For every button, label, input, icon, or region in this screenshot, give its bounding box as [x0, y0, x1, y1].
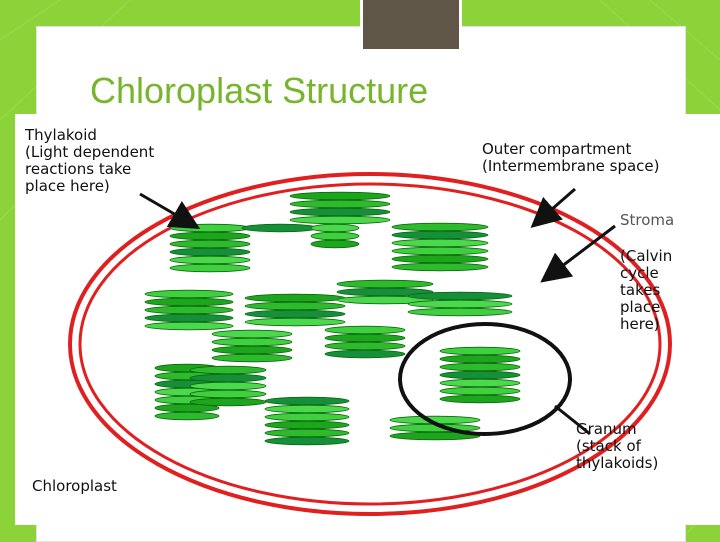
- thylakoid-disc: [439, 346, 521, 356]
- stroma-arrow: [540, 224, 616, 283]
- thylakoid-disc: [169, 255, 251, 265]
- thylakoid-disc: [211, 353, 293, 363]
- thylakoid-disc: [264, 412, 350, 422]
- thylakoid-disc: [189, 373, 267, 383]
- thylakoid-disc: [310, 239, 360, 249]
- thylakoid-disc: [389, 431, 481, 441]
- thylakoid-disc: [439, 378, 521, 388]
- thylakoid-disc: [211, 337, 293, 347]
- title-accent-tab: [360, 0, 462, 52]
- thylakoid-disc: [144, 289, 234, 299]
- chloroplast-label: Chloroplast: [32, 477, 117, 495]
- thylakoid-disc: [407, 299, 513, 309]
- thylakoid-disc: [264, 404, 350, 414]
- thylakoid-disc: [169, 263, 251, 273]
- thylakoid-disc: [169, 231, 251, 241]
- thylakoid-disc: [244, 309, 346, 319]
- granum-highlight-circle: [398, 322, 572, 436]
- thylakoid-disc: [244, 317, 346, 327]
- thylakoid-disc: [391, 254, 489, 264]
- thylakoid-disc: [264, 436, 350, 446]
- thylakoid-disc: [336, 279, 434, 289]
- thylakoid-disc: [264, 420, 350, 430]
- thylakoid-disc: [289, 215, 391, 225]
- outer-membrane: [68, 172, 672, 516]
- thylakoid-disc: [169, 239, 251, 249]
- thylakoid-disc: [324, 325, 406, 335]
- thylakoid-disc: [289, 199, 391, 209]
- thylakoid-disc: [439, 370, 521, 380]
- thylakoid-disc: [289, 191, 391, 201]
- thylakoid-disc: [189, 397, 267, 407]
- diagram-canvas: [68, 172, 672, 516]
- thylakoid-disc: [244, 293, 346, 303]
- thylakoid-disc: [391, 262, 489, 272]
- thylakoid-disc: [407, 307, 513, 317]
- thylakoid-disc: [144, 313, 234, 323]
- thylakoid-disc: [189, 365, 267, 375]
- stroma-label: Stroma: [620, 211, 675, 229]
- thylakoid-disc: [439, 362, 521, 372]
- thylakoid-disc: [391, 246, 489, 256]
- thylakoid-disc: [264, 428, 350, 438]
- thylakoid-disc: [189, 389, 267, 399]
- thylakoid-disc: [310, 231, 360, 241]
- thylakoid-disc: [310, 223, 360, 233]
- thylakoid-disc: [336, 287, 434, 297]
- slide-title: Chloroplast Structure: [90, 70, 429, 111]
- thylakoid-disc: [391, 222, 489, 232]
- thylakoid-stacks: [144, 191, 521, 446]
- inner-membrane: [78, 182, 662, 506]
- granum-label: Granum (stack of thylakoids): [576, 420, 659, 472]
- thylakoid-disc: [289, 207, 391, 217]
- thylakoid-disc: [391, 238, 489, 248]
- thylakoid-disc: [439, 386, 521, 396]
- outer-compartment-label: Outer compartment (Intermembrane space): [482, 140, 660, 175]
- thylakoid-disc: [211, 345, 293, 355]
- thylakoid-disc: [144, 321, 234, 331]
- thylakoid-disc: [241, 223, 319, 233]
- thylakoid-label: Thylakoid (Light dependent reactions tak…: [25, 126, 155, 195]
- thylakoid-disc: [439, 354, 521, 364]
- thylakoid-disc: [154, 411, 220, 421]
- thylakoid-disc: [407, 291, 513, 301]
- thylakoid-disc: [244, 301, 346, 311]
- thylakoid-disc: [169, 223, 251, 233]
- thylakoid-disc: [189, 381, 267, 391]
- calvin-cycle-label: (Calvin cycle takes place here): [620, 247, 673, 333]
- thylakoid-disc: [324, 333, 406, 343]
- outer-compartment-arrow: [530, 187, 576, 228]
- thylakoid-arrow: [139, 192, 201, 230]
- thylakoid-disc: [169, 247, 251, 257]
- thylakoid-disc: [144, 297, 234, 307]
- granum-arrow: [554, 404, 591, 436]
- thylakoid-disc: [264, 396, 350, 406]
- thylakoid-disc: [324, 349, 406, 359]
- chloroplast-diagram: Thylakoid (Light dependent reactions tak…: [15, 114, 720, 525]
- thylakoid-disc: [211, 329, 293, 339]
- thylakoid-disc: [336, 295, 434, 305]
- thylakoid-disc: [324, 341, 406, 351]
- thylakoid-disc: [439, 394, 521, 404]
- thylakoid-disc: [144, 305, 234, 315]
- thylakoid-disc: [391, 230, 489, 240]
